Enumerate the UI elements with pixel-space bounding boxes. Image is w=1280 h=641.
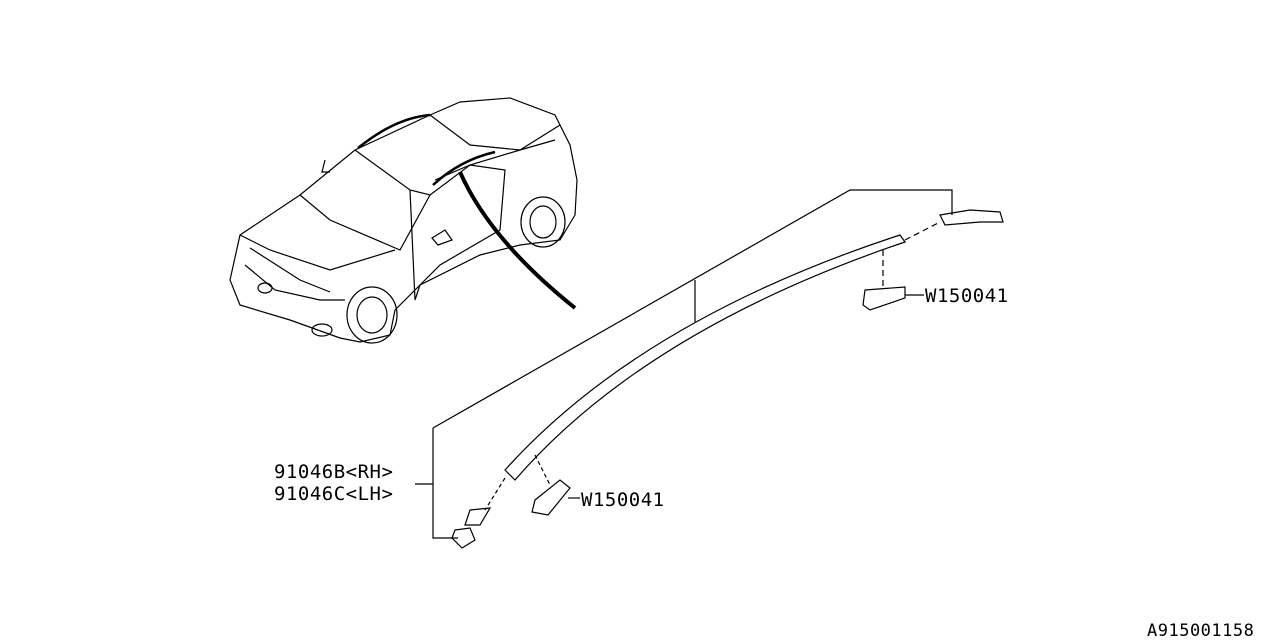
clip-number-lower: W150041 xyxy=(581,489,665,511)
diagram-id: A915001158 xyxy=(1147,621,1255,641)
part-number-rh: 91046B<RH> xyxy=(274,461,394,483)
clip-number-upper: W150041 xyxy=(925,285,1009,307)
part-number-lh: 91046C<LH> xyxy=(274,483,394,505)
molding-illustration xyxy=(415,189,1004,549)
car-illustration xyxy=(229,97,578,344)
